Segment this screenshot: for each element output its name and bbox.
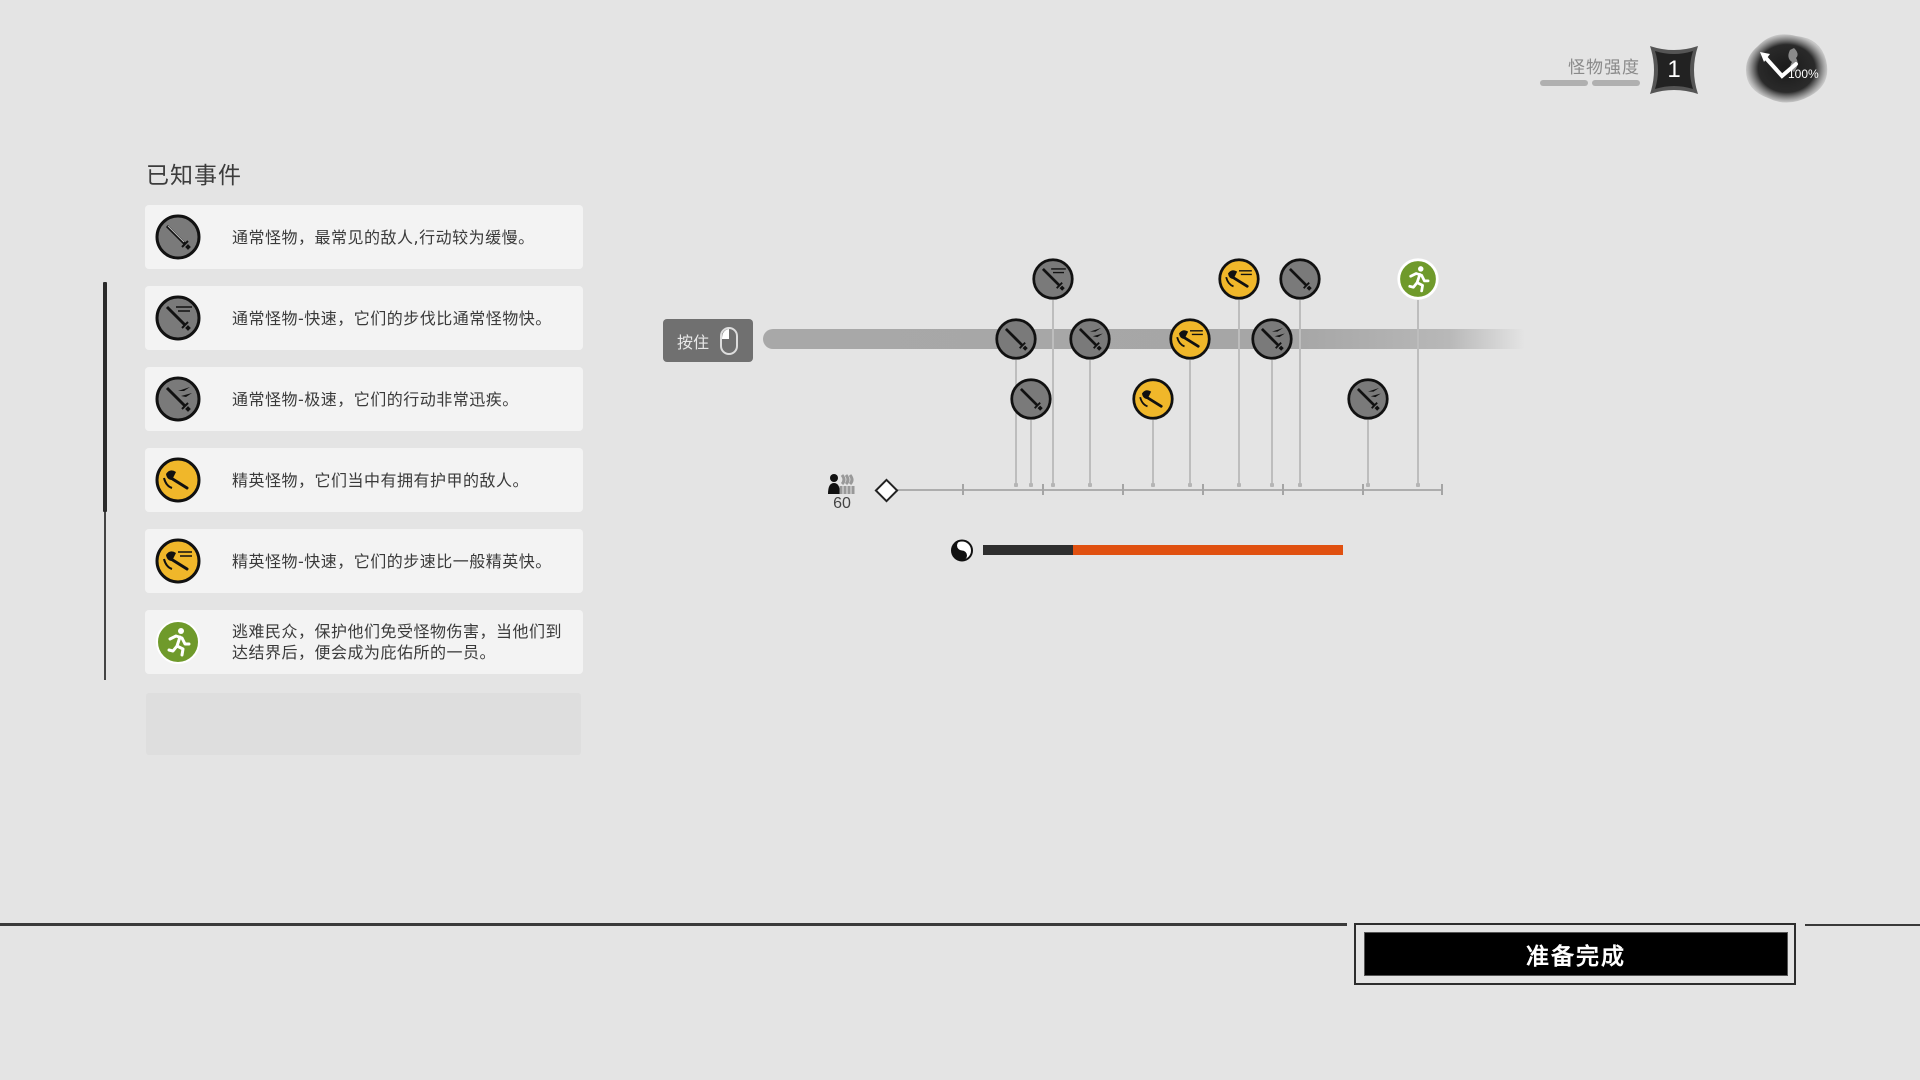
axis-tick: [1441, 484, 1443, 495]
sword-fast-icon: [154, 294, 202, 342]
timeline-ink-stroke: [763, 329, 1525, 349]
event-item-normal[interactable]: 通常怪物，最常见的敌人,行动较为缓慢。: [145, 205, 583, 269]
event-item-normal-fast[interactable]: 通常怪物-快速，它们的步伐比通常怪物快。: [145, 286, 583, 350]
event-item-civilian[interactable]: 逃难民众，保护他们免受怪物伤害，当他们到达结界后，便会成为庇佑所的一员。: [145, 610, 583, 674]
timeline-marker-normal[interactable]: [1278, 257, 1322, 301]
timeline-axis: [895, 489, 1443, 491]
sword-veryfast-icon: [154, 375, 202, 423]
axis-tick: [1362, 484, 1364, 495]
emblem-percent: 100%: [1788, 67, 1819, 81]
footer-divider: [0, 923, 1347, 926]
event-item-empty-slot: [146, 693, 581, 755]
people-icon: [826, 472, 858, 496]
strength-pip-1: [1540, 80, 1588, 86]
timeline-marker-civilian[interactable]: [1396, 257, 1440, 301]
event-text: 逃难民众，保护他们免受怪物伤害，当他们到达结界后，便会成为庇佑所的一员。: [232, 622, 563, 662]
strength-badge-icon: [1648, 44, 1700, 96]
ready-button[interactable]: 准备完成: [1364, 932, 1788, 976]
event-text: 通常怪物-极速，它们的行动非常迅疾。: [232, 389, 519, 409]
progress-bar-fill: [983, 545, 1343, 555]
footer-divider-right: [1805, 924, 1920, 926]
strength-pip-2: [1592, 80, 1640, 86]
hold-to-start-button[interactable]: 按住: [663, 319, 753, 362]
timeline-marker-normal[interactable]: [994, 317, 1038, 361]
timeline-marker-normal-veryfast[interactable]: [1346, 377, 1390, 421]
timeline-marker-normal-veryfast[interactable]: [1068, 317, 1112, 361]
event-item-elite[interactable]: 精英怪物，它们当中有拥有护甲的敌人。: [145, 448, 583, 512]
timeline-marker-normal[interactable]: [1009, 377, 1053, 421]
event-text: 精英怪物，它们当中有拥有护甲的敌人。: [232, 470, 530, 490]
axe-fast-icon: [154, 537, 202, 585]
timeline-marker-normal-fast[interactable]: [1031, 257, 1075, 301]
timeline-marker-elite-fast[interactable]: [1217, 257, 1261, 301]
axis-tick: [1122, 484, 1124, 495]
timeline-marker-elite-fast[interactable]: [1168, 317, 1212, 361]
monster-strength-label: 怪物强度: [1568, 58, 1640, 78]
axis-tick: [1042, 484, 1044, 495]
axe-icon: [154, 456, 202, 504]
people-count: 60: [833, 495, 851, 512]
fire-sword-emblem-icon[interactable]: [1738, 28, 1834, 108]
axis-tick: [1282, 484, 1284, 495]
event-text: 通常怪物，最常见的敌人,行动较为缓慢。: [232, 227, 535, 247]
event-item-normal-veryfast[interactable]: 通常怪物-极速，它们的行动非常迅疾。: [145, 367, 583, 431]
hold-label: 按住: [676, 332, 709, 352]
event-text: 通常怪物-快速，它们的步伐比通常怪物快。: [232, 308, 552, 328]
sword-icon: [154, 213, 202, 261]
mouse-left-click-icon: [720, 326, 738, 355]
monster-strength-value: 1: [1667, 56, 1681, 83]
running-person-icon: [154, 618, 202, 666]
axis-tick: [1202, 484, 1204, 495]
known-events-title: 已知事件: [146, 163, 242, 189]
axis-tick: [962, 484, 964, 495]
timeline-marker-normal-veryfast[interactable]: [1250, 317, 1294, 361]
progress-bar-elapsed: [983, 545, 1073, 555]
event-text: 精英怪物-快速，它们的步速比一般精英快。: [232, 551, 552, 571]
event-item-elite-fast[interactable]: 精英怪物-快速，它们的步速比一般精英快。: [145, 529, 583, 593]
yin-yang-icon: [951, 539, 973, 562]
events-scrollbar-thumb[interactable]: [103, 282, 107, 512]
timeline-start-diamond-icon: [874, 478, 899, 503]
timeline-marker-elite[interactable]: [1131, 377, 1175, 421]
